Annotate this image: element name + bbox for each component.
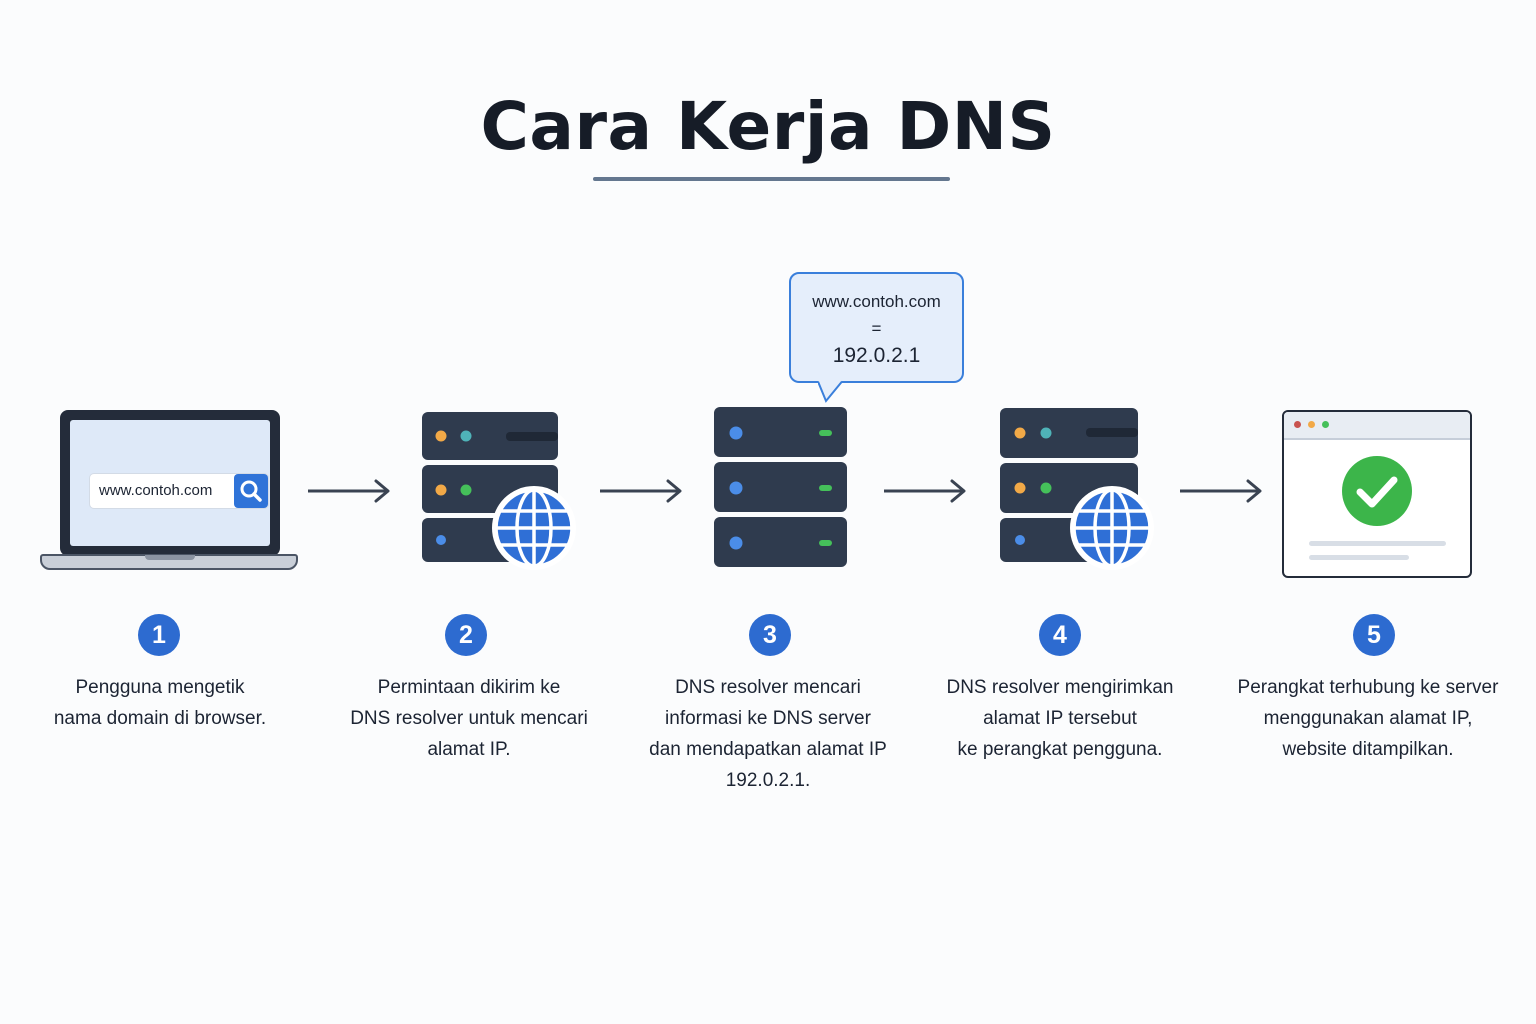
step-caption-5: Perangkat terhubung ke server menggunaka… (1220, 672, 1516, 765)
step-badge-3: 3 (749, 614, 791, 656)
window-dot-icon (1308, 421, 1315, 428)
browser-window-icon (1282, 410, 1472, 578)
dns-server-globe-icon (422, 412, 576, 570)
step-caption-2: Permintaan dikirim ke DNS resolver untuk… (324, 672, 614, 765)
step-caption-3: DNS resolver mencari informasi ke DNS se… (623, 672, 913, 796)
step-caption-4: DNS resolver mengirimkan alamat IP terse… (915, 672, 1205, 765)
browser-titlebar (1284, 412, 1470, 440)
window-dot-icon (1294, 421, 1301, 428)
caption-line: DNS resolver untuk mencari (350, 708, 588, 729)
check-circle-icon (1342, 456, 1412, 526)
step-badge-5: 5 (1353, 614, 1395, 656)
step-badge-1: 1 (138, 614, 180, 656)
caption-line: ke perangkat pengguna. (957, 739, 1163, 760)
search-button[interactable] (234, 474, 268, 508)
caption-line: alamat IP. (427, 739, 511, 760)
window-dot-icon (1322, 421, 1329, 428)
caption-line: alamat IP tersebut (983, 708, 1137, 729)
search-bar[interactable]: www.contoh.com (90, 474, 268, 508)
caption-line: website ditampilkan. (1282, 739, 1454, 760)
caption-line: Permintaan dikirim ke (377, 677, 561, 698)
step-badge-2: 2 (445, 614, 487, 656)
laptop-notch (145, 555, 195, 560)
page-title: Cara Kerja DNS (480, 88, 1056, 165)
step-caption-1: Pengguna mengetik nama domain di browser… (15, 672, 305, 734)
bubble-domain: www.contoh.com (812, 292, 941, 311)
bubble-ip: 192.0.2.1 (832, 344, 921, 367)
search-icon (240, 480, 262, 502)
caption-line: Perangkat terhubung ke server (1237, 677, 1499, 698)
content-line (1309, 541, 1446, 546)
arrow-right-icon (600, 479, 682, 503)
bubble-tail (818, 380, 843, 403)
dns-server-icon (714, 407, 847, 567)
caption-line: DNS resolver mengirimkan (946, 677, 1174, 698)
arrow-right-icon (308, 479, 390, 503)
caption-line: menggunakan alamat IP, (1263, 708, 1473, 729)
caption-line: DNS resolver mencari (675, 677, 861, 698)
content-line (1309, 555, 1409, 560)
laptop-icon: www.contoh.com (60, 410, 280, 556)
caption-line: Pengguna mengetik (75, 677, 245, 698)
arrow-right-icon (884, 479, 966, 503)
caption-line: informasi ke DNS server (665, 708, 871, 729)
arrow-right-icon (1180, 479, 1262, 503)
search-input-text: www.contoh.com (99, 482, 213, 499)
dns-record-bubble: www.contoh.com = 192.0.2.1 (789, 272, 964, 383)
caption-line: dan mendapatkan alamat IP (649, 739, 887, 760)
step-badge-4: 4 (1039, 614, 1081, 656)
bubble-equals: = (871, 319, 882, 338)
laptop-display: www.contoh.com (70, 420, 270, 546)
caption-line: nama domain di browser. (53, 708, 267, 729)
dns-server-globe-icon (1000, 408, 1154, 570)
title-underline (593, 177, 950, 181)
caption-line: 192.0.2.1. (725, 770, 811, 791)
